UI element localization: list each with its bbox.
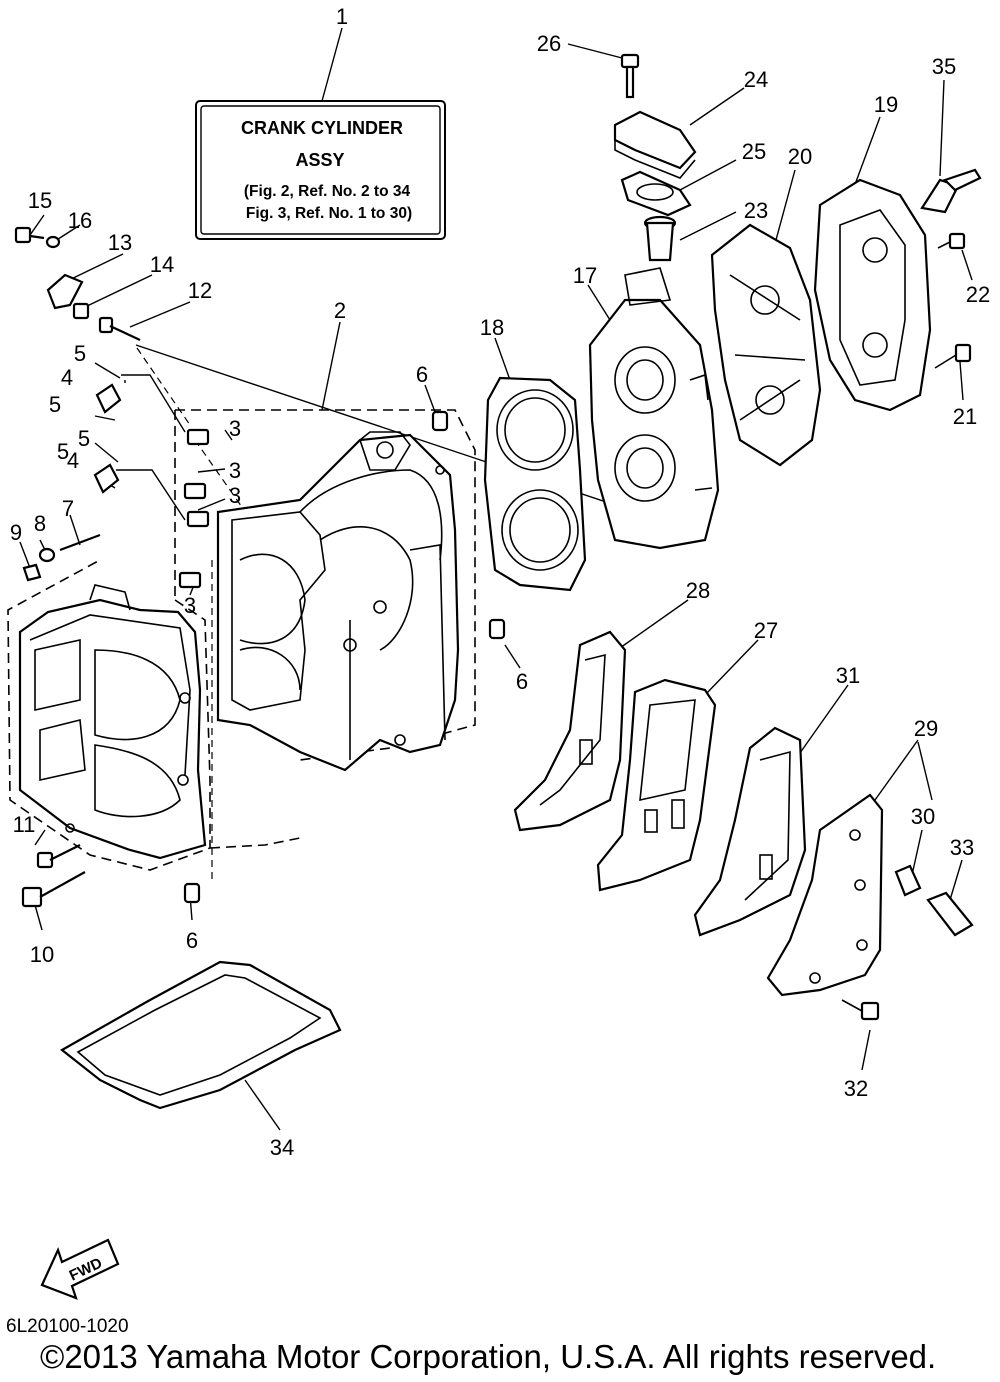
callout-22: 22 [966, 282, 990, 307]
callout-8: 8 [34, 511, 46, 536]
thermostat-cover [613, 110, 697, 179]
assy-box-line3: (Fig. 2, Ref. No. 2 to 34 [244, 183, 411, 200]
cylinder-head [588, 267, 720, 550]
callout-6b: 6 [516, 669, 528, 694]
callout-29: 29 [914, 716, 938, 741]
crank-assembly-outline [7, 347, 476, 880]
callout-labels: 1 2 3 3 3 3 4 4 5 5 5 5 6 6 6 7 8 9 10 1… [10, 4, 990, 1160]
anode [894, 864, 922, 897]
copyright-notice: ©2013 Yamaha Motor Corporation, U.S.A. A… [40, 1338, 937, 1375]
callout-10: 10 [30, 942, 54, 967]
callout-9: 9 [10, 520, 22, 545]
assy-box-line1: CRANK CYLINDER [241, 118, 403, 138]
callout-24: 24 [744, 67, 768, 92]
crankcase-front-half [18, 584, 207, 860]
callout-3c: 3 [229, 483, 241, 508]
callout-11: 11 [13, 812, 36, 837]
callout-6a: 6 [416, 362, 428, 387]
exhaust-inner-cover [596, 678, 717, 892]
callout-28: 28 [686, 578, 710, 603]
assy-box-line4: Fig. 3, Ref. No. 1 to 30) [246, 205, 412, 222]
exhaust-outer-cover [766, 793, 884, 997]
callout-2: 2 [334, 298, 346, 323]
callout-18: 18 [480, 315, 504, 340]
exhaust-cover-bolt [841, 999, 880, 1021]
callout-26: 26 [537, 31, 561, 56]
cylinder-block [216, 431, 460, 772]
callout-12: 12 [188, 278, 212, 303]
spark-plug [920, 168, 982, 214]
exhaust-inner-gasket [513, 630, 627, 832]
callout-20: 20 [788, 144, 812, 169]
callout-30: 30 [911, 804, 935, 829]
callout-3d: 3 [184, 593, 196, 618]
head-cover-bolt-long [934, 343, 972, 369]
callout-5d: 5 [57, 439, 69, 464]
callout-14: 14 [150, 252, 174, 277]
assy-label-box: CRANK CYLINDER ASSY (Fig. 2, Ref. No. 2 … [195, 100, 446, 240]
callout-27: 27 [754, 618, 778, 643]
assy-box-line2: ASSY [295, 150, 344, 170]
callout-13: 13 [108, 230, 132, 255]
callout-6c: 6 [186, 928, 198, 953]
callout-3a: 3 [229, 416, 241, 441]
callout-5a: 5 [74, 341, 86, 366]
callout-23: 23 [744, 198, 768, 223]
callout-1: 1 [336, 4, 348, 29]
fwd-arrow-icon: FWD [40, 1238, 120, 1300]
thermostat-gasket [620, 170, 692, 217]
callout-17: 17 [573, 263, 597, 288]
callout-35: 35 [932, 54, 956, 79]
callout-4a: 4 [61, 365, 73, 390]
head-cover-bolt-short [937, 232, 966, 250]
cylinder-head-cover [813, 178, 932, 412]
exhaust-outer-gasket [693, 726, 807, 937]
crankcase-gasket [60, 960, 342, 1110]
thermostat [643, 215, 677, 262]
callout-34: 34 [270, 1135, 294, 1160]
callout-4b: 4 [67, 448, 79, 473]
callout-3b: 3 [229, 458, 241, 483]
grommet [926, 891, 974, 937]
callout-5b: 5 [49, 392, 61, 417]
small-hardware [14, 226, 506, 908]
callout-16: 16 [68, 208, 92, 233]
callout-7: 7 [62, 496, 74, 521]
head-gasket [483, 376, 587, 592]
callout-32: 32 [844, 1076, 868, 1101]
callout-33: 33 [950, 835, 974, 860]
head-cover-gasket [710, 223, 822, 467]
document-code: 6L20100-1020 [6, 1316, 129, 1337]
callout-31: 31 [836, 663, 860, 688]
callout-21: 21 [953, 404, 977, 429]
callout-15: 15 [28, 188, 52, 213]
callout-25: 25 [742, 139, 766, 164]
callout-5c: 5 [78, 426, 90, 451]
callout-19: 19 [874, 92, 898, 117]
cover-bolt [620, 53, 640, 99]
